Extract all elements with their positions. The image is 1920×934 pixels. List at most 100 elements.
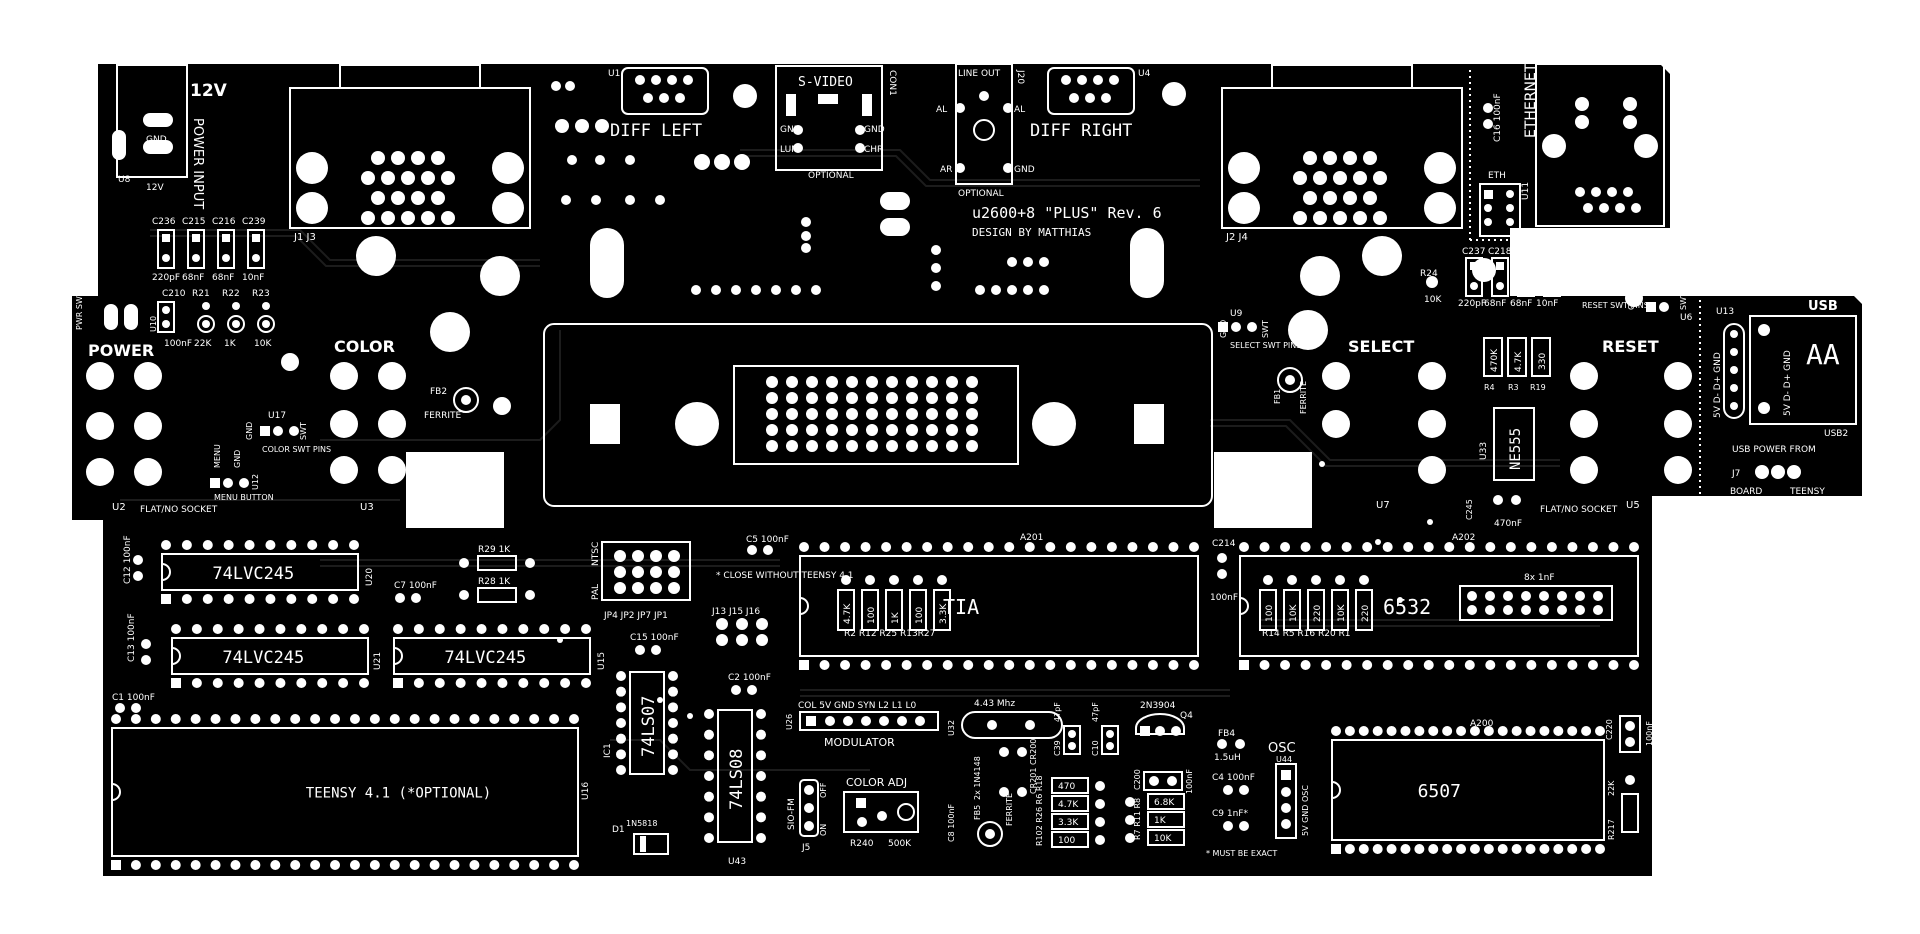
lineout-pin-gnd: GND	[1014, 165, 1035, 175]
ferrite-fb4: FB4 1.5uH	[1214, 729, 1245, 763]
resistor-pad	[1125, 797, 1135, 807]
resistor-body	[197, 315, 215, 333]
via	[561, 195, 571, 205]
tia-resistor-value: 100	[867, 607, 877, 624]
cap-pad	[1485, 605, 1495, 615]
resistor-pad	[889, 575, 899, 585]
power-ref: U8	[118, 175, 131, 185]
r29-label: R29 1K	[478, 545, 511, 555]
cap-pad	[1593, 605, 1603, 615]
color-button-label: COLOR	[334, 337, 395, 356]
ic-teensy: TEENSY 4.1 (*OPTIONAL)U16	[111, 714, 591, 870]
r24-ref: R24	[1420, 269, 1438, 279]
c220-ref: C220	[1605, 719, 1614, 740]
c16-label: C16 100nF	[1493, 93, 1503, 142]
osc-resistor-value: 1K	[1154, 816, 1167, 826]
cartridge-pin	[906, 408, 918, 420]
c15-label: C15 100nF	[630, 633, 679, 643]
c245-ref: C245	[1465, 499, 1474, 520]
cap-pad	[162, 254, 170, 262]
color-button-ref: U3	[360, 502, 374, 513]
cap-body	[1063, 725, 1081, 755]
resistor-pad	[232, 302, 240, 310]
menu-button-label: MENU BUTTON	[214, 493, 274, 502]
cartridge-pin	[966, 440, 978, 452]
resistor-pad	[841, 575, 851, 585]
cap-value: 47pF	[1053, 702, 1062, 722]
power-button-label: POWER	[88, 341, 154, 360]
cap-pad	[252, 254, 260, 262]
cartridge-pin	[966, 392, 978, 404]
cartridge-pin	[846, 408, 858, 420]
cartridge-pin	[906, 440, 918, 452]
select-button: SELECT U7	[1322, 337, 1446, 511]
tia-resistor-value: 3.3K	[939, 603, 949, 624]
color-adjust-pot: COLOR ADJ R240 500K	[843, 776, 919, 849]
via	[1007, 257, 1017, 267]
cap-value: 47pF	[1091, 702, 1100, 722]
riot-resistor-value: 10K	[1289, 604, 1299, 622]
cap-pad	[1503, 605, 1513, 615]
cap-body	[1491, 257, 1509, 297]
resistor-pad	[1095, 835, 1105, 845]
color-swt-ref: U17	[268, 411, 286, 421]
select-swt-pins: SELECT SWT PINS	[1230, 341, 1301, 350]
via	[557, 637, 563, 643]
usb-pins-side: 5V D- D+ GND	[1713, 352, 1723, 418]
svideo-pin-gnd-1: GND	[780, 125, 801, 135]
resistor-pad	[865, 575, 875, 585]
cap-value: 68nF	[1484, 299, 1506, 309]
cap-pad	[1106, 742, 1114, 750]
cap-pad	[1521, 591, 1531, 601]
cap-pad	[1539, 605, 1549, 615]
via	[1319, 461, 1325, 467]
reset-swt-pins: RESET SWT PINS	[1582, 301, 1649, 310]
fb2-ref: FB2	[430, 387, 447, 397]
cap-body	[1543, 257, 1561, 297]
luma-resistor-value: 4.7K	[1058, 800, 1079, 810]
r217-ref: R217	[1607, 819, 1616, 840]
reset-pin-swt: SWT	[1679, 292, 1688, 310]
tia-resistor-value: 1K	[891, 611, 901, 624]
cartridge-pin	[846, 424, 858, 436]
via	[657, 697, 663, 703]
cartridge-pin	[786, 392, 798, 404]
r24-value: 10K	[1424, 295, 1442, 305]
via	[625, 195, 635, 205]
r24-resistor: R24 10K	[1420, 269, 1442, 305]
riot-caps: 8x 1nF	[1459, 573, 1613, 621]
ic-u21-ref: U21	[373, 652, 383, 670]
via	[975, 285, 985, 295]
ic-riot-label: 6532	[1383, 595, 1431, 619]
cartridge-pin	[946, 408, 958, 420]
r19-value: 330	[1538, 353, 1548, 370]
resistor-body	[1051, 813, 1089, 830]
cap-ref: C218	[1488, 247, 1512, 257]
cap-pad	[1557, 591, 1567, 601]
c5-label: C5 100nF	[746, 535, 789, 545]
via	[595, 155, 605, 165]
c220-value: 100nF	[1645, 721, 1654, 746]
tia-resistor-value: 100	[915, 607, 925, 624]
cartridge-pin	[806, 392, 818, 404]
ic-cpu-ref: A200	[1470, 719, 1494, 729]
select-button-ref: U7	[1376, 500, 1390, 511]
sio-fm-label: SIO-FM	[787, 798, 797, 830]
cartridge-pin	[866, 408, 878, 420]
via	[1427, 519, 1433, 525]
resistor-body	[227, 315, 245, 333]
cap-pad	[1522, 282, 1530, 290]
flat-right-label: FLAT/NO SOCKET	[1540, 505, 1618, 515]
usb-pins: 5V D- D+ GND	[1783, 350, 1793, 416]
fb1-label: FERRITE	[1299, 381, 1308, 414]
diodes-label: 2x 1N4148	[973, 756, 982, 800]
ne555-timer: NE555 U33 470K 4.7K 330 R4 R3 R19 C245 4…	[1465, 337, 1618, 529]
luma-resistor-value: 100	[1058, 836, 1075, 846]
cartridge-pin	[906, 376, 918, 388]
fb4-label: 1.5uH	[1214, 753, 1241, 763]
diff-right-label: DIFF RIGHT	[1030, 121, 1132, 141]
ic-u20-ref: U20	[365, 568, 375, 586]
q4-label: 2N3904	[1140, 701, 1176, 711]
